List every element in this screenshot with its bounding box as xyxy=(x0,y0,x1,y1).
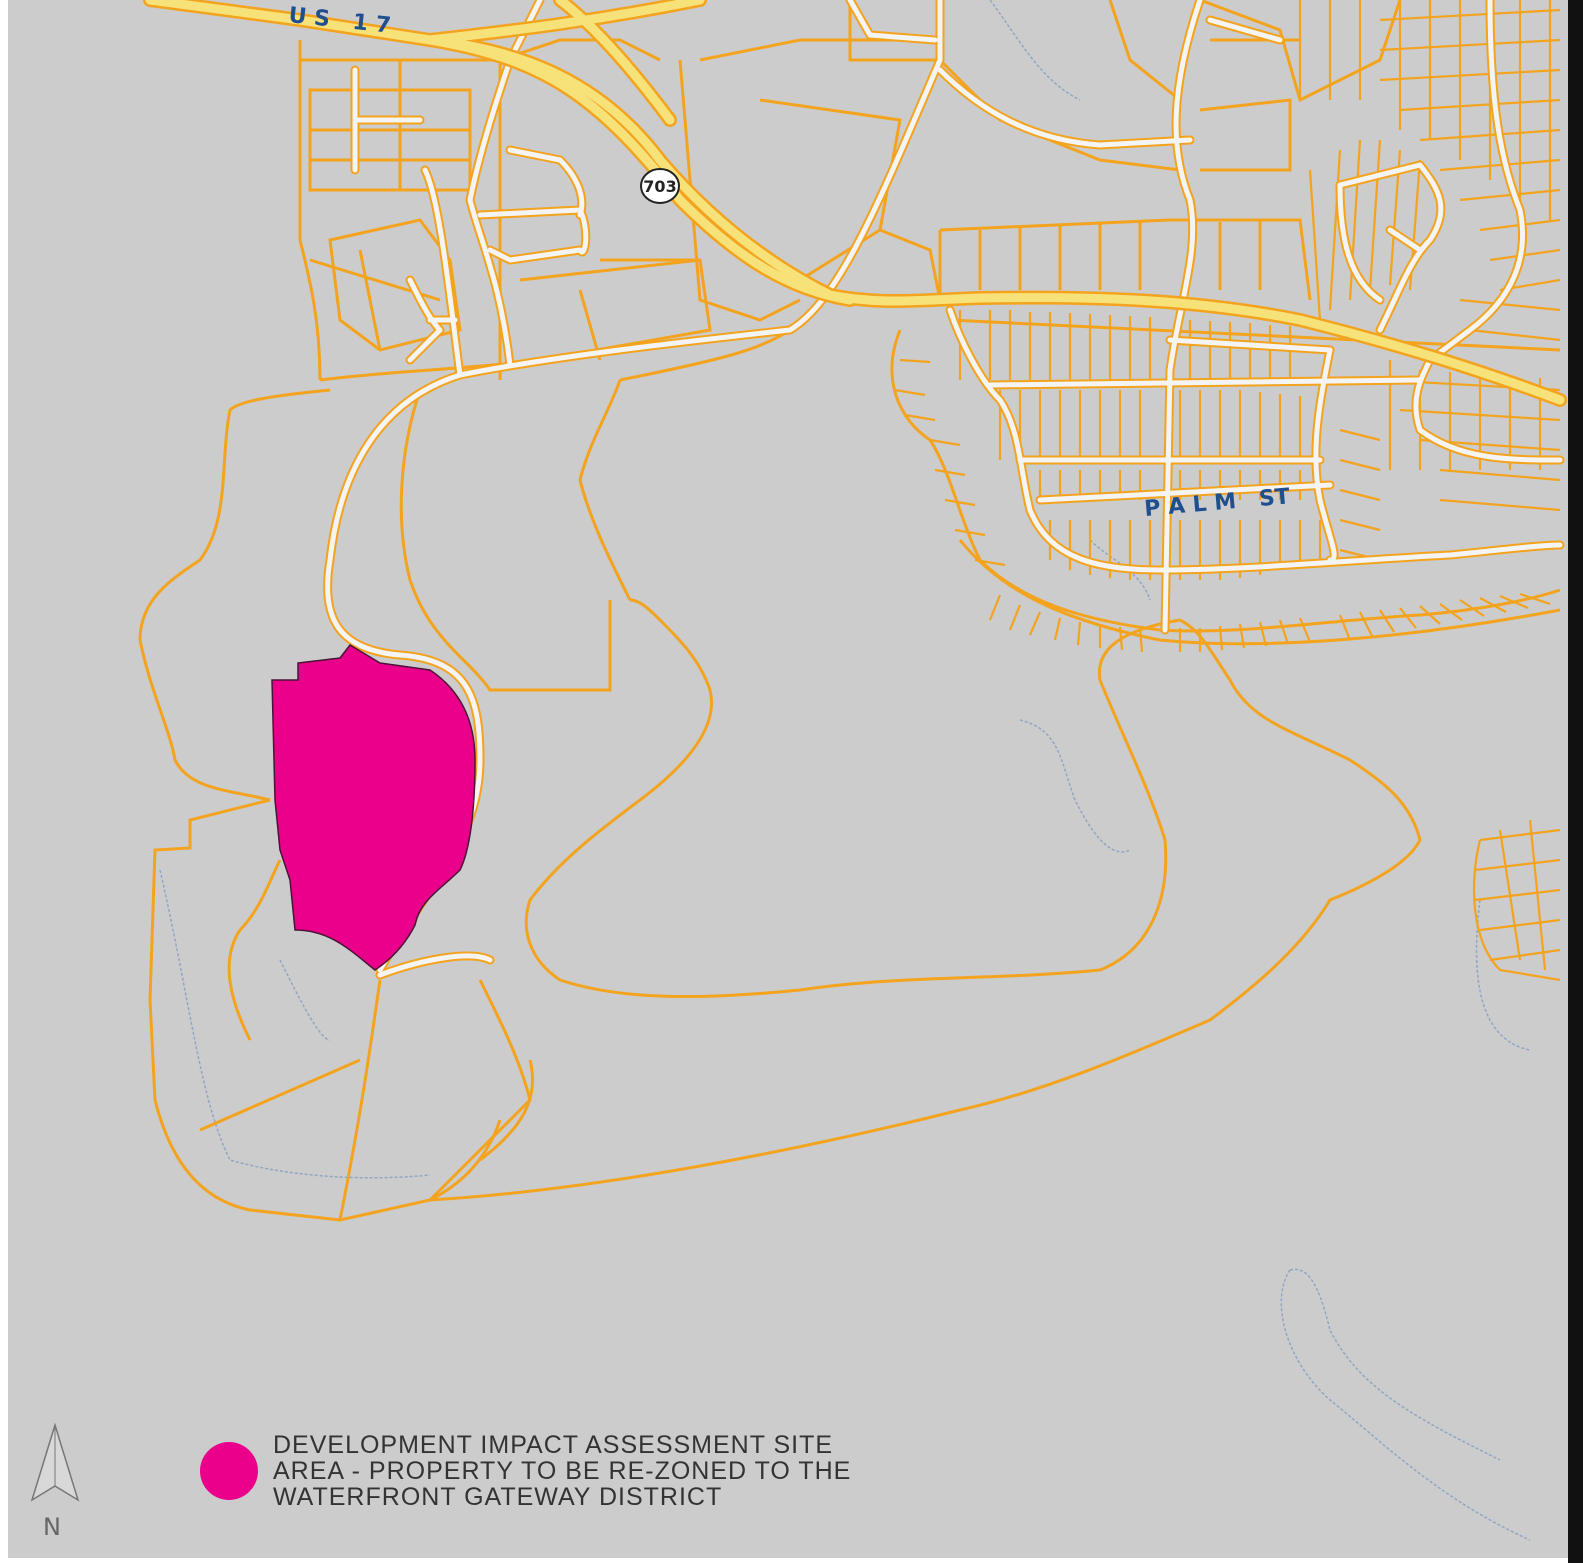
local-roads xyxy=(323,0,1565,980)
development-site-area xyxy=(271,644,476,971)
land-background xyxy=(8,0,1568,1558)
legend-line-3: WATERFRONT GATEWAY DISTRICT xyxy=(273,1483,722,1511)
route-shield-number: 703 xyxy=(643,177,676,196)
highways xyxy=(143,0,1567,407)
legend-swatch xyxy=(200,1442,258,1500)
north-arrow-label: N xyxy=(43,1513,61,1541)
parcel-boundaries xyxy=(138,0,1561,1222)
legend-line-1: DEVELOPMENT IMPACT ASSESSMENT SITE xyxy=(273,1431,833,1459)
north-arrow-icon: N xyxy=(30,1422,80,1541)
route-shield-703: 703 xyxy=(640,168,680,204)
legend-line-2: AREA - PROPERTY TO BE RE-ZONED TO THE xyxy=(273,1457,851,1485)
legend: DEVELOPMENT IMPACT ASSESSMENT SITE AREA … xyxy=(200,1431,851,1511)
map-border xyxy=(1568,0,1583,1563)
